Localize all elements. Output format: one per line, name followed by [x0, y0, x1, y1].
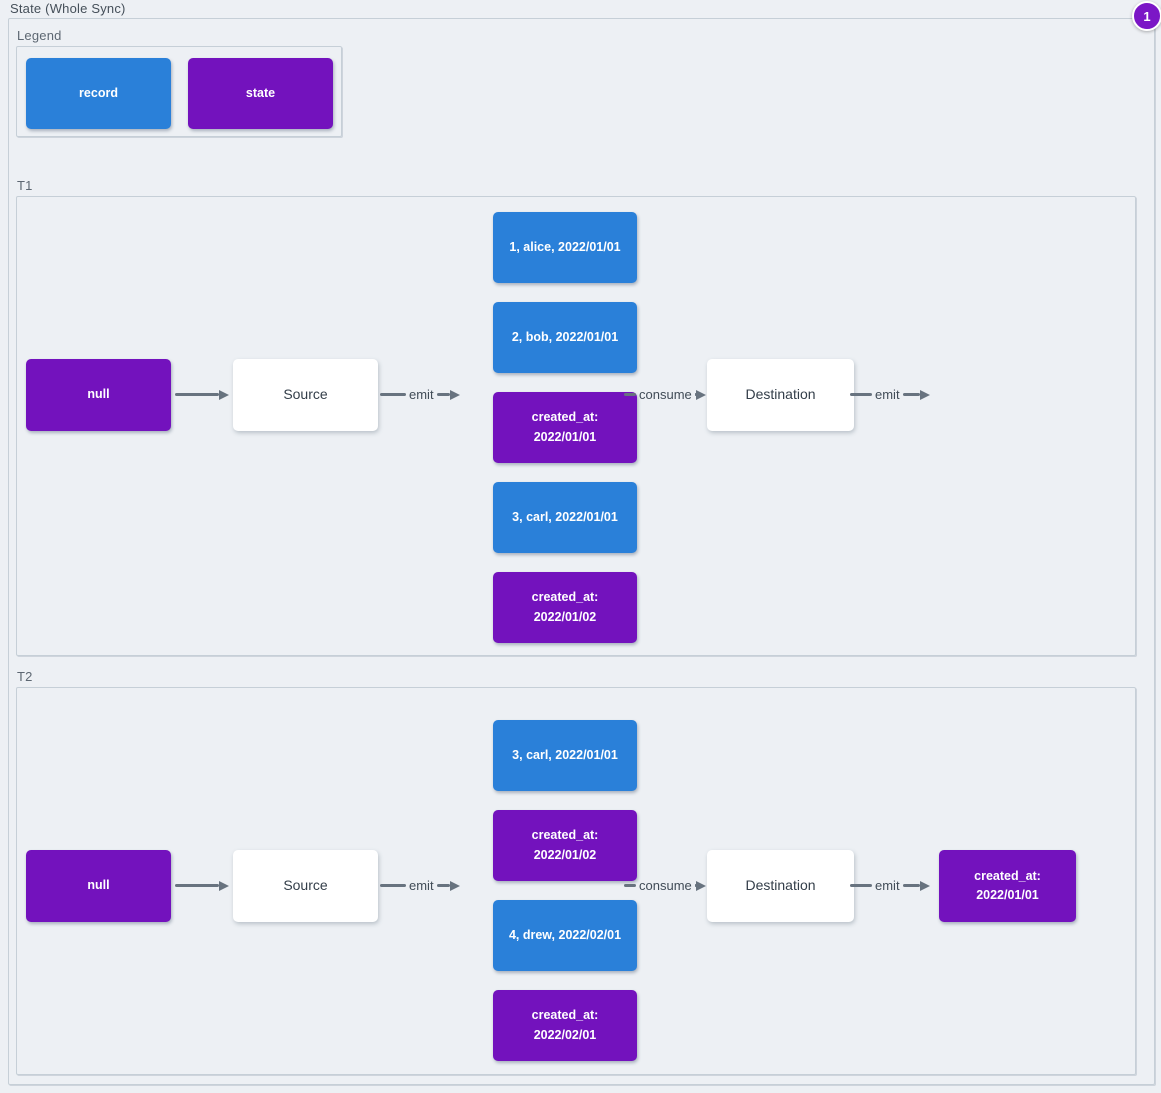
arrow-line [694, 884, 696, 887]
outer-frame [8, 18, 1155, 1085]
arrow-line [436, 884, 450, 887]
t2-consume-arrow: consume [624, 878, 706, 893]
arrow-head-icon [450, 880, 460, 891]
arrow-line [380, 884, 406, 887]
consume-label: consume [639, 878, 692, 893]
t1-source-node: Source [233, 359, 378, 431]
t2-null-state-node: null [26, 850, 171, 922]
t1-null-state-node: null [26, 359, 171, 431]
stack-node: 2, bob, 2022/01/01 [493, 302, 637, 373]
emit-label: emit [875, 878, 900, 893]
emit-label: emit [409, 387, 434, 402]
arrow-head-icon [450, 389, 460, 400]
legend-frame: record state [16, 46, 342, 137]
stack-node: 4, drew, 2022/02/01 [493, 900, 637, 971]
legend-record-node: record [26, 58, 171, 129]
section-t2-label: T2 [17, 669, 33, 684]
arrow-line [175, 393, 219, 396]
stack-node: created_at: 2022/01/01 [493, 392, 637, 463]
annotation-badge: 1 [1132, 1, 1161, 31]
stack-node: 1, alice, 2022/01/01 [493, 212, 637, 283]
arrow-head-icon [696, 880, 706, 891]
t2-record-stack: 3, carl, 2022/01/01 created_at: 2022/01/… [493, 720, 637, 1061]
arrow-line [624, 884, 636, 887]
legend-state-node: state [188, 58, 333, 129]
stack-node: created_at: 2022/01/02 [493, 572, 637, 643]
emit-label: emit [409, 878, 434, 893]
t1-consume-arrow: consume [624, 387, 706, 402]
arrow-line [694, 393, 696, 396]
arrow-line [624, 393, 636, 396]
t2-output-state-node: created_at: 2022/01/01 [939, 850, 1076, 922]
t1-null-to-source-arrow [175, 389, 229, 400]
arrow-head-icon [219, 880, 229, 891]
t2-destination-node: Destination [707, 850, 854, 922]
arrow-line [850, 884, 872, 887]
arrow-head-icon [696, 389, 706, 400]
section-t2-frame: null Source emit 3, carl, 2022/01/01 cre… [16, 687, 1136, 1075]
section-t1-frame: null Source emit 1, alice, 2022/01/01 2,… [16, 196, 1136, 656]
arrow-line [902, 884, 920, 887]
legend-label: Legend [17, 28, 62, 43]
arrow-head-icon [219, 389, 229, 400]
arrow-head-icon [920, 389, 930, 400]
t2-emit-out-arrow: emit [850, 878, 930, 893]
emit-label: emit [875, 387, 900, 402]
arrow-line [436, 393, 450, 396]
arrow-head-icon [920, 880, 930, 891]
t1-record-stack: 1, alice, 2022/01/01 2, bob, 2022/01/01 … [493, 212, 637, 643]
t2-emit-arrow: emit [380, 878, 460, 893]
consume-label: consume [639, 387, 692, 402]
arrow-line [175, 884, 219, 887]
stack-node: created_at: 2022/01/02 [493, 810, 637, 881]
t1-emit-arrow: emit [380, 387, 460, 402]
arrow-line [380, 393, 406, 396]
arrow-line [902, 393, 920, 396]
t1-emit-out-arrow: emit [850, 387, 930, 402]
t1-destination-node: Destination [707, 359, 854, 431]
stack-node: 3, carl, 2022/01/01 [493, 720, 637, 791]
arrow-line [850, 393, 872, 396]
page-title: State (Whole Sync) [10, 1, 126, 16]
t2-source-node: Source [233, 850, 378, 922]
t2-null-to-source-arrow [175, 880, 229, 891]
stack-node: created_at: 2022/02/01 [493, 990, 637, 1061]
stack-node: 3, carl, 2022/01/01 [493, 482, 637, 553]
section-t1-label: T1 [17, 178, 33, 193]
